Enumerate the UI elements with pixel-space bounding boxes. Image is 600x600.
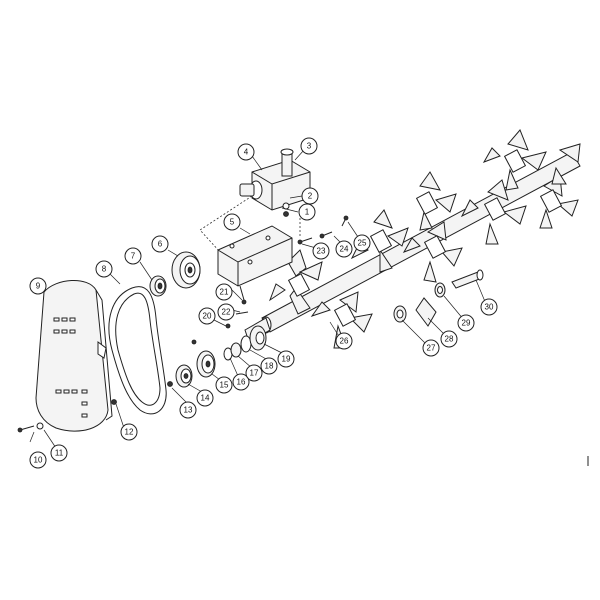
callout-9: 9 <box>29 277 47 295</box>
callout-19: 19 <box>277 350 295 368</box>
callout-12: 12 <box>120 423 138 441</box>
callout-11-label: 11 <box>55 449 64 458</box>
callout-6: 6 <box>151 235 169 253</box>
driven-pulley <box>196 350 216 378</box>
callout-20: 20 <box>198 307 216 325</box>
callout-13-label: 13 <box>184 406 193 415</box>
callout-12-label: 12 <box>125 428 134 437</box>
callout-22: 22 <box>217 303 235 321</box>
callout-28-label: 28 <box>445 335 454 344</box>
shaft-key <box>167 381 173 387</box>
callout-1: 1 <box>298 203 316 221</box>
pulley-spacers <box>223 335 252 361</box>
gearbox-fasteners <box>282 202 290 217</box>
callout-22-label: 22 <box>222 308 231 317</box>
callout-6-label: 6 <box>158 240 163 249</box>
callout-4-label: 4 <box>244 148 249 157</box>
callout-10-label: 10 <box>34 456 43 465</box>
belt-guard-cover <box>35 279 113 432</box>
tine-cluster <box>402 221 463 283</box>
tine-cluster <box>482 129 547 191</box>
tine-cluster <box>460 179 527 245</box>
callout-5-label: 5 <box>230 218 235 227</box>
callout-19-label: 19 <box>282 355 291 364</box>
callout-20-label: 20 <box>203 312 212 321</box>
guard-fasteners <box>17 399 117 433</box>
callout-25: 25 <box>353 234 371 252</box>
callout-29-label: 29 <box>462 319 471 328</box>
tine-cluster <box>539 175 579 229</box>
pulley-hub <box>149 275 167 297</box>
callout-27-label: 27 <box>427 344 436 353</box>
callout-5: 5 <box>223 213 241 231</box>
callout-2-label: 2 <box>308 192 313 201</box>
callout-3-label: 3 <box>307 142 312 151</box>
callouts: 1 2 3 4 5 6 7 8 9 10 11 12 13 14 15 16 1… <box>29 137 498 469</box>
callout-15: 15 <box>215 376 233 394</box>
callout-14: 14 <box>196 389 214 407</box>
bracket-screws <box>297 215 349 245</box>
callout-18-label: 18 <box>265 362 274 371</box>
callout-23: 23 <box>312 242 330 260</box>
drive-belt <box>108 286 167 415</box>
callout-15-label: 15 <box>220 381 229 390</box>
callout-23-label: 23 <box>317 247 326 256</box>
callout-26-label: 26 <box>340 337 349 346</box>
callout-8-label: 8 <box>102 265 107 274</box>
callout-24-label: 24 <box>340 245 349 254</box>
callout-21-label: 21 <box>220 288 229 297</box>
callout-3: 3 <box>300 137 318 155</box>
callout-17: 17 <box>245 364 263 382</box>
tine-cluster <box>268 249 323 315</box>
callout-8: 8 <box>95 260 113 278</box>
callout-26: 26 <box>335 332 353 350</box>
vent-slots <box>53 317 88 418</box>
callout-10: 10 <box>29 451 47 469</box>
callout-16-label: 16 <box>237 378 246 387</box>
callout-7: 7 <box>124 247 142 265</box>
callout-2: 2 <box>301 187 319 205</box>
callout-4: 4 <box>237 143 255 161</box>
callout-24: 24 <box>335 240 353 258</box>
tine-cluster <box>551 143 581 185</box>
callout-29: 29 <box>457 314 475 332</box>
callout-14-label: 14 <box>201 394 210 403</box>
callout-11: 11 <box>50 444 68 462</box>
tine-cluster <box>415 171 457 231</box>
gearbox-assembly <box>239 148 311 211</box>
alignment-line <box>199 195 253 253</box>
callout-30-label: 30 <box>485 303 494 312</box>
drive-pulley-large <box>171 251 201 289</box>
callout-1-label: 1 <box>305 208 310 217</box>
mounting-bracket <box>217 225 293 287</box>
callout-25-label: 25 <box>358 239 367 248</box>
callout-9-label: 9 <box>36 282 41 291</box>
callout-21: 21 <box>215 283 233 301</box>
shaft-end-parts <box>393 269 484 327</box>
callout-7-label: 7 <box>131 252 136 261</box>
callout-17-label: 17 <box>250 369 259 378</box>
shaft-flange <box>249 325 267 351</box>
callout-27: 27 <box>422 339 440 357</box>
tine-cluster <box>350 209 409 273</box>
callout-18: 18 <box>260 357 278 375</box>
callout-30: 30 <box>480 298 498 316</box>
drive-pulley-small <box>175 364 193 388</box>
callout-16: 16 <box>232 373 250 391</box>
callout-13: 13 <box>179 401 197 419</box>
callout-28: 28 <box>440 330 458 348</box>
